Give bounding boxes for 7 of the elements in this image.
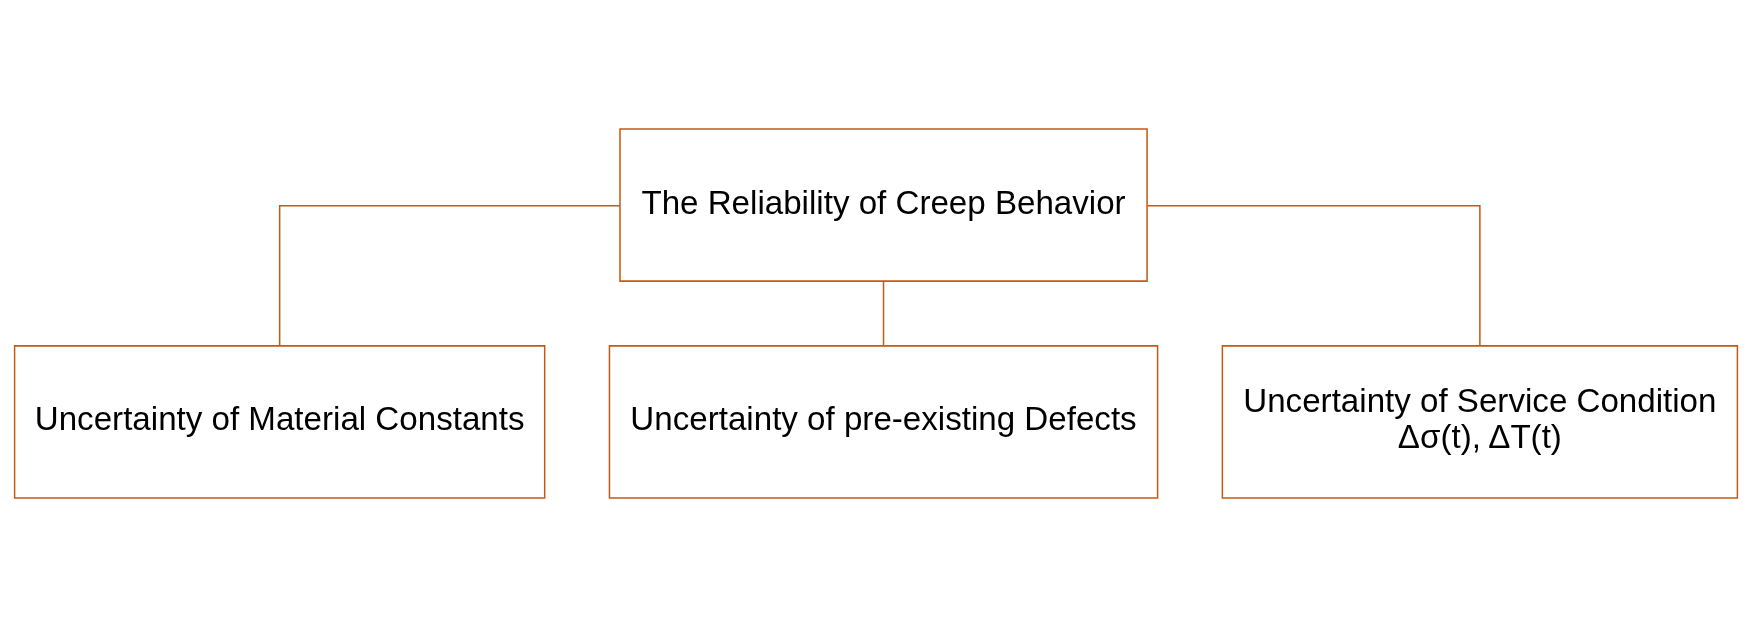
connector	[1146, 205, 1481, 347]
node-box: Uncertainty of pre-existing Defects	[608, 345, 1159, 499]
connector	[882, 280, 885, 347]
node-box: Uncertainty of Material Constants	[13, 345, 546, 499]
node-box: The Reliability of Creep Behavior	[619, 128, 1148, 282]
node-box: Uncertainty of Service Condition Δσ(t), ΔT(t)	[1221, 345, 1739, 499]
connector	[278, 205, 621, 347]
